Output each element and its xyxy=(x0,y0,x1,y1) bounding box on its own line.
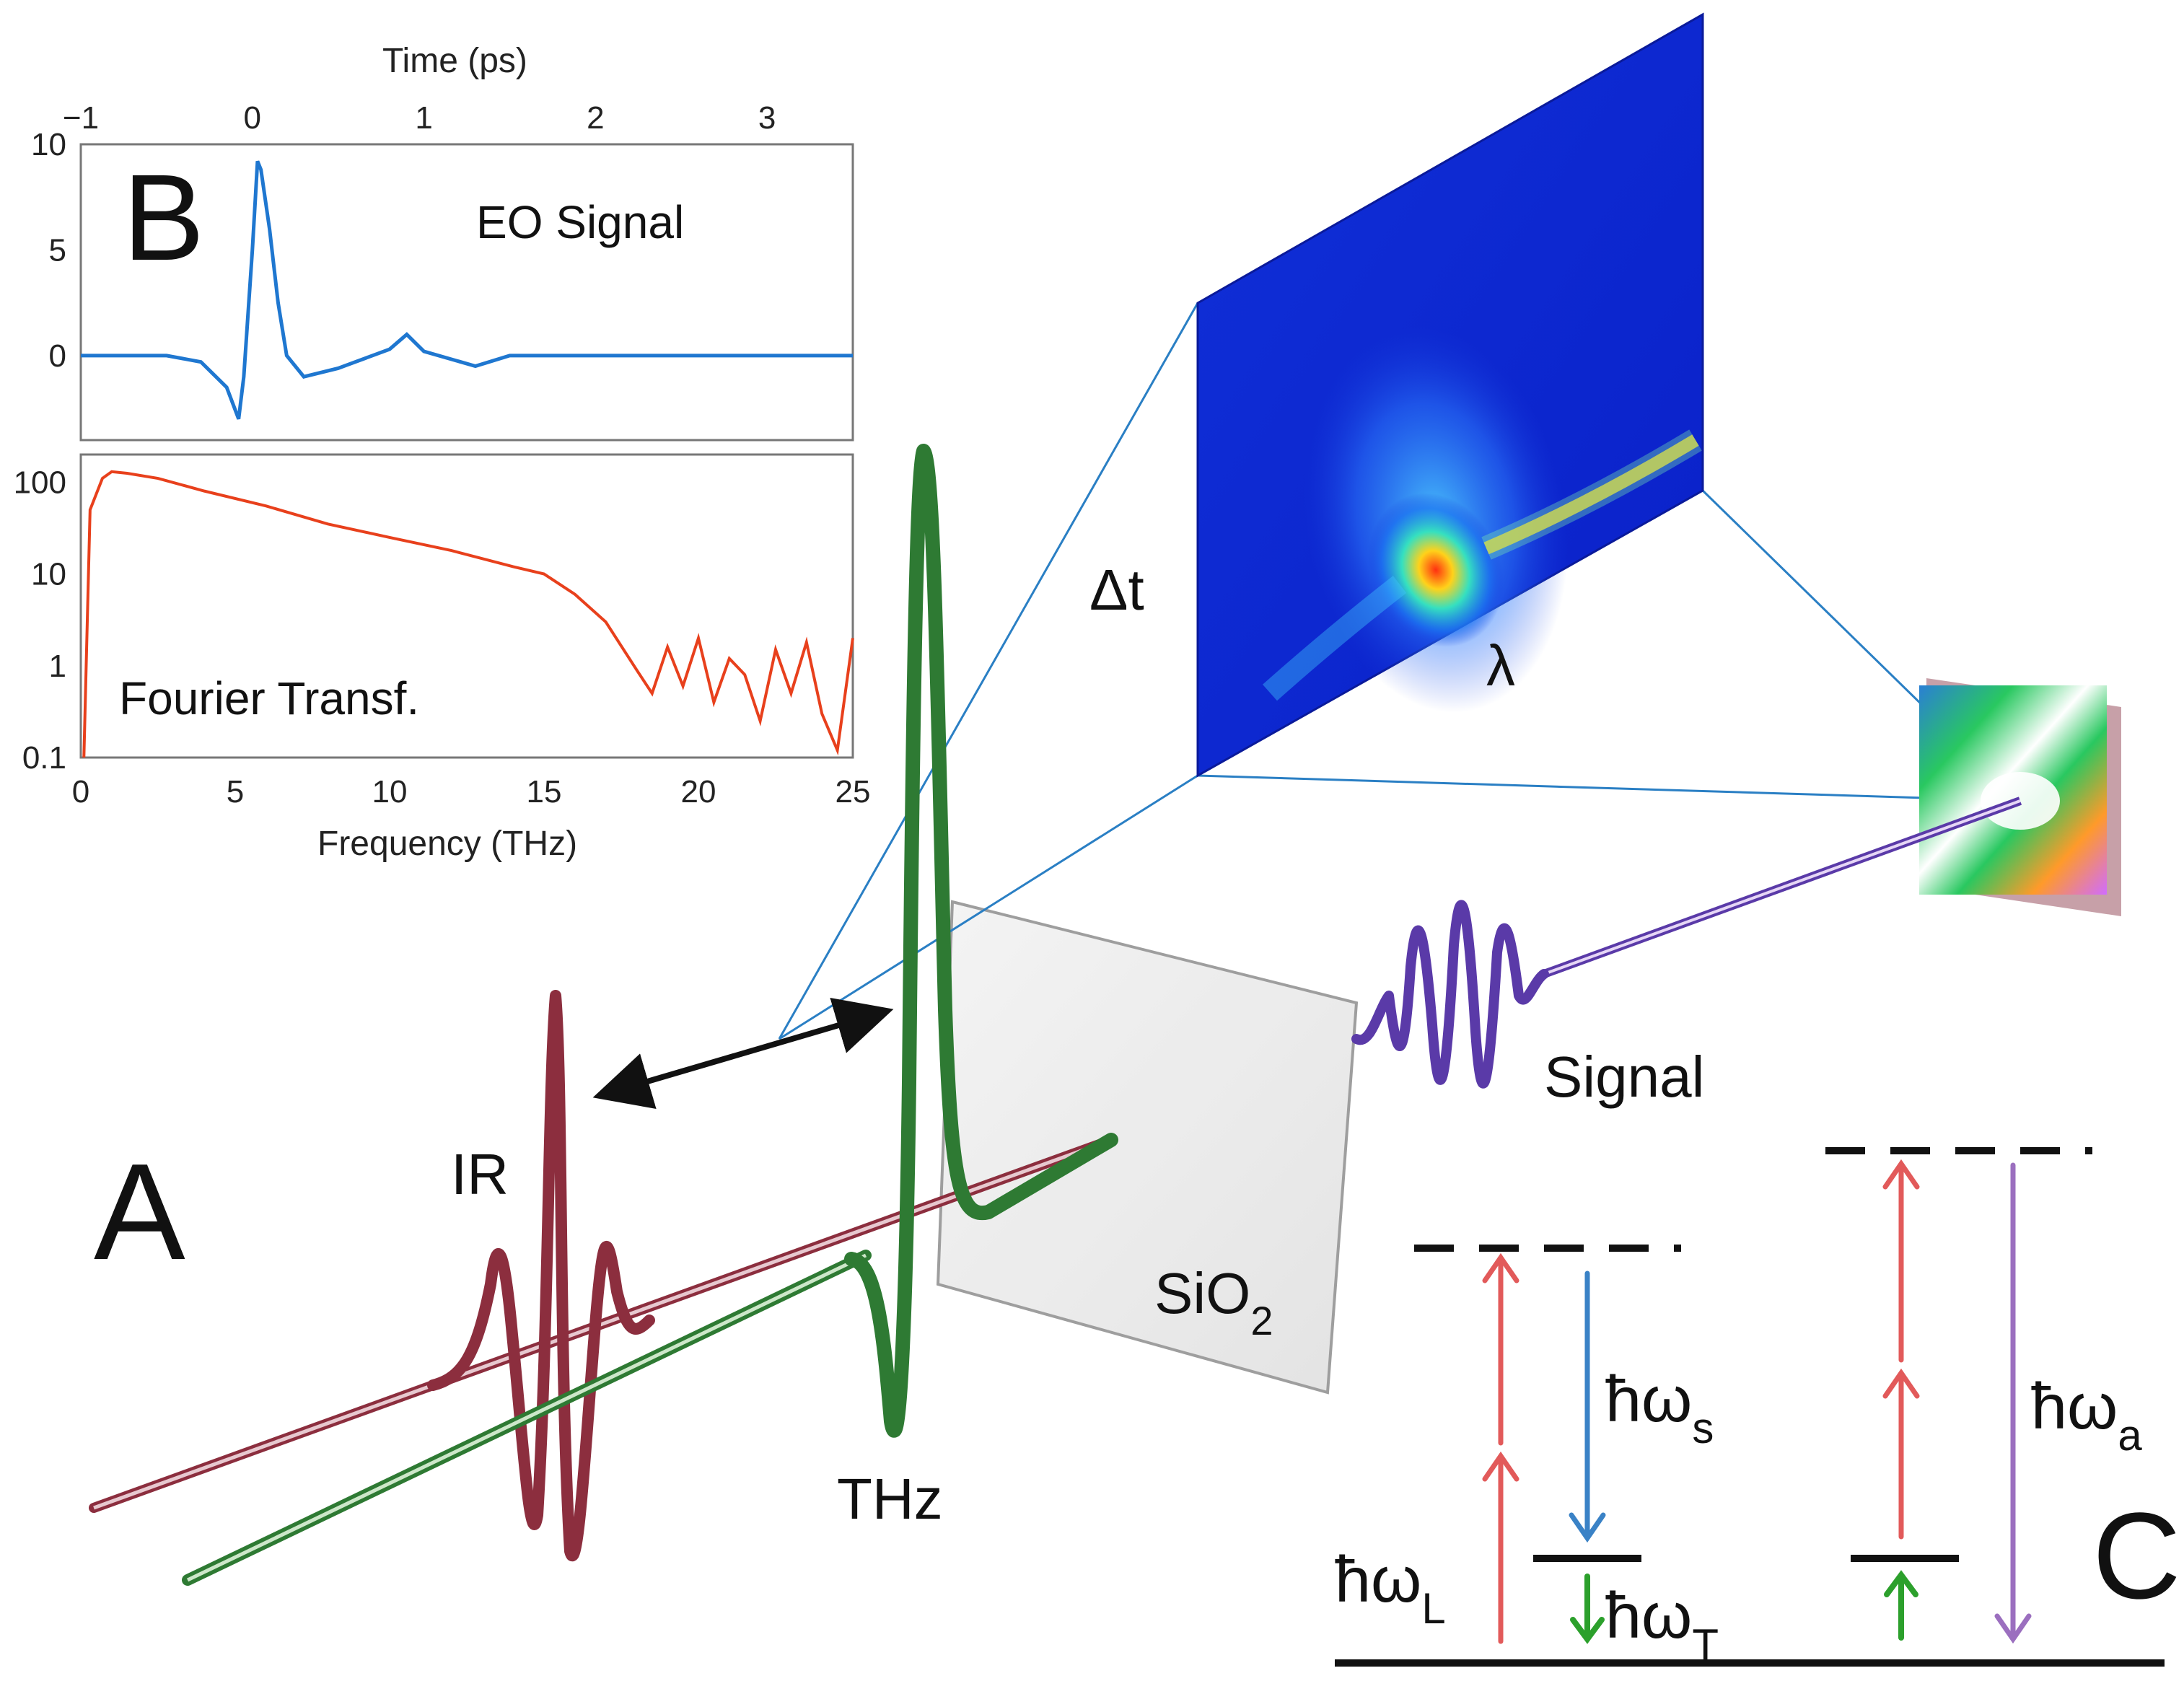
time-tick-label: −1 xyxy=(63,100,99,136)
grating-block xyxy=(1919,678,2121,916)
delta-t-label: Δt xyxy=(1089,558,1144,622)
ft-y-tick: 0.1 xyxy=(22,740,66,776)
freq-axis-label: Frequency (THz) xyxy=(317,825,577,863)
hw-a-label: ħωa xyxy=(2031,1371,2142,1460)
hw-t-label: ħωT xyxy=(1605,1580,1719,1669)
thz-label: THz xyxy=(837,1467,943,1531)
pump-arrows-left xyxy=(1482,1252,1519,1644)
anti-stokes-arrow xyxy=(1994,1162,2032,1644)
time-tick-label: 1 xyxy=(415,100,432,136)
ft-y-tick-labels: 100 10 1 0.1 xyxy=(14,465,66,776)
ir-pulse xyxy=(427,990,655,1562)
panel-c: ħωs ħωL ħωT ħωa C xyxy=(1335,1147,2181,1669)
freq-tick-label: 5 xyxy=(227,774,244,809)
freq-tick-label: 20 xyxy=(681,774,716,809)
thz-pulse xyxy=(844,444,1118,1438)
eo-signal-line xyxy=(81,160,853,420)
panel-c-letter: C xyxy=(2092,1488,2181,1625)
freq-tick-label: 25 xyxy=(836,774,871,809)
spectrogram xyxy=(1196,12,1704,778)
signal-label: Signal xyxy=(1544,1045,1704,1109)
freq-tick-label: 15 xyxy=(527,774,562,809)
ir-label: IR xyxy=(451,1142,509,1206)
signal-pulse xyxy=(1351,900,1549,1089)
eo-signal-label: EO Signal xyxy=(476,196,684,248)
time-tick-labels: −1 0 1 2 3 xyxy=(63,100,776,136)
panel-b-letter: B xyxy=(123,149,204,286)
hw-s-label: ħωs xyxy=(1605,1364,1714,1452)
fourier-label: Fourier Transf. xyxy=(119,672,419,724)
freq-tick-labels: 0 5 10 15 20 25 xyxy=(72,774,871,809)
time-axis-label: Time (ps) xyxy=(382,42,527,80)
eo-y-tick-labels: 10 5 0 xyxy=(31,127,66,374)
time-tick-label: 3 xyxy=(758,100,776,136)
fourier-line xyxy=(82,470,854,758)
stokes-arrow xyxy=(1569,1270,1606,1543)
delay-arrow xyxy=(592,997,894,1110)
lambda-label: λ xyxy=(1486,633,1515,698)
eo-y-tick: 0 xyxy=(49,338,66,374)
thz-arrow-left xyxy=(1570,1574,1605,1644)
sio2-label: SiO2 xyxy=(1154,1261,1273,1343)
eo-plot-frame xyxy=(79,143,854,442)
eo-y-tick: 5 xyxy=(49,232,66,268)
ft-y-tick: 100 xyxy=(14,465,66,500)
eo-y-tick: 10 xyxy=(31,127,66,162)
time-tick-label: 2 xyxy=(587,100,604,136)
ft-y-tick: 10 xyxy=(31,557,66,592)
sio2-sample xyxy=(936,900,1359,1395)
freq-tick-label: 0 xyxy=(72,774,89,809)
pump-arrows-right xyxy=(1882,1159,1920,1540)
panel-a: A SiO2 Δt λ xyxy=(89,12,2121,1586)
ft-plot-frame xyxy=(79,453,854,759)
time-tick-label: 0 xyxy=(244,100,261,136)
freq-tick-label: 10 xyxy=(372,774,408,809)
ft-y-tick: 1 xyxy=(49,649,66,684)
thz-arrow-right xyxy=(1884,1570,1918,1641)
hw-l-label: ħωL xyxy=(1335,1544,1446,1633)
panel-a-letter: A xyxy=(94,1136,185,1289)
